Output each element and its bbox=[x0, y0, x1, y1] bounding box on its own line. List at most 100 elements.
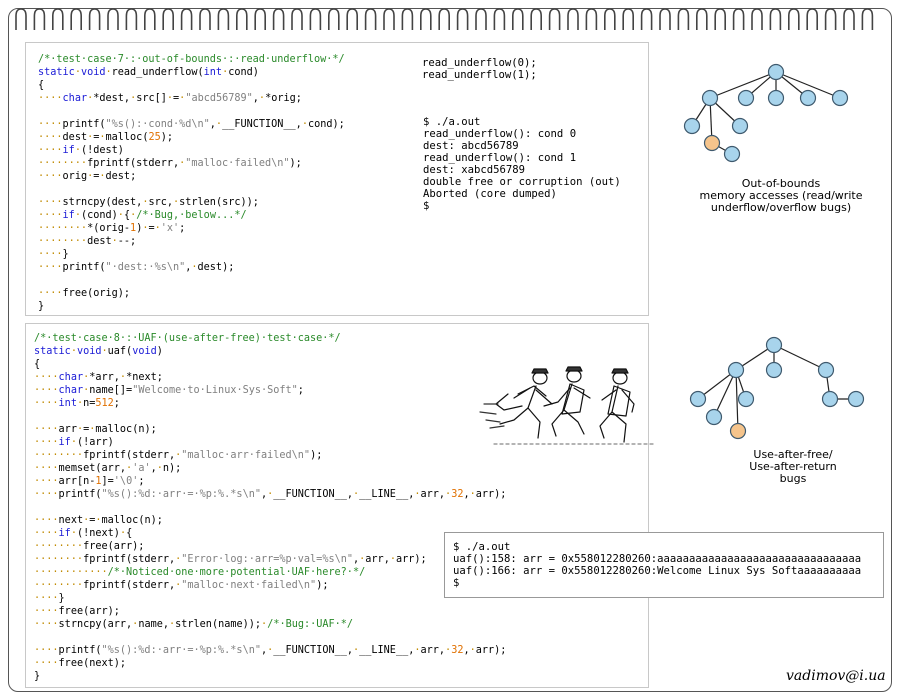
binding-ring bbox=[401, 8, 414, 30]
binding-ring bbox=[328, 8, 340, 30]
code-line: ····free(arr); bbox=[34, 606, 120, 617]
tree-node bbox=[689, 390, 707, 408]
binding-ring bbox=[788, 8, 800, 30]
code-panel-uaf: /*·test·case·8·:·UAF·(use-after-free)·te… bbox=[25, 323, 655, 688]
binding-ring bbox=[475, 8, 487, 30]
code-line: ····next·=·malloc(n); bbox=[34, 515, 163, 526]
tree-highlighted-node bbox=[703, 134, 721, 152]
tree-root-node bbox=[765, 336, 783, 354]
tree-node bbox=[799, 89, 817, 107]
binding-ring bbox=[125, 8, 138, 30]
code-line: ····strncpy(arr,·name,·strlen(name));·/*… bbox=[34, 619, 354, 630]
code-line bbox=[34, 501, 506, 514]
text-line: memory accesses (read/write bbox=[699, 189, 863, 202]
binding-ring bbox=[769, 8, 782, 30]
binding-ring bbox=[696, 8, 708, 30]
code-line: ········fprintf(stderr,·"malloc·next·fai… bbox=[34, 580, 329, 591]
binding-ring bbox=[585, 8, 598, 30]
code-line: ········*(orig-1)·=·'x'; bbox=[38, 223, 186, 234]
code-line: ····if·(!dest) bbox=[38, 145, 124, 156]
code-line: ····free(next); bbox=[34, 658, 127, 669]
tree-diagram-out-of-bounds bbox=[683, 63, 849, 163]
binding-ring bbox=[420, 8, 432, 30]
function-calls: read_underflow(0);read_underflow(1); bbox=[422, 57, 537, 81]
binding-ring bbox=[843, 8, 855, 30]
text-line: read_underflow(): cond 1 bbox=[423, 152, 577, 164]
binding-ring bbox=[806, 8, 818, 30]
binding-ring bbox=[88, 8, 101, 30]
tree-node bbox=[701, 89, 719, 107]
code-line bbox=[34, 410, 506, 423]
code-line: /*·test·case·8·:·UAF·(use-after-free)·te… bbox=[34, 333, 341, 344]
code-listing-read-underflow: /*·test·case·7·:·out-of-bounds·:·read·un… bbox=[38, 53, 345, 313]
text-line: Use-after-free/ bbox=[753, 448, 833, 461]
code-line: ····int·n=512; bbox=[34, 398, 120, 409]
binding-ring bbox=[52, 8, 64, 30]
tree-node bbox=[705, 408, 723, 426]
binding-ring bbox=[199, 8, 211, 30]
binding-ring bbox=[383, 8, 395, 30]
code-line bbox=[38, 183, 345, 196]
code-line: ····} bbox=[38, 249, 69, 260]
binding-ring bbox=[714, 8, 726, 30]
code-line: ············/*·Noticed·one·more·potentia… bbox=[34, 567, 366, 578]
code-listing-uaf: /*·test·case·8·:·UAF·(use-after-free)·te… bbox=[34, 332, 506, 683]
author-signature: vadimov@i.ua bbox=[786, 668, 886, 684]
code-line: { bbox=[38, 80, 45, 91]
text-line: double free or corruption (out) bbox=[423, 176, 621, 188]
code-line: ····printf("%s():%d:·arr·=·%p:%.*s\n",·_… bbox=[34, 645, 507, 656]
binding-ring bbox=[33, 8, 46, 30]
binding-ring bbox=[15, 8, 27, 30]
text-line: Use-after-return bbox=[749, 460, 837, 473]
tree-node bbox=[731, 117, 749, 135]
binding-ring bbox=[732, 8, 745, 30]
binding-ring bbox=[456, 8, 469, 30]
binding-ring bbox=[107, 8, 119, 30]
binding-ring bbox=[861, 8, 874, 30]
code-line: } bbox=[38, 301, 45, 312]
binding-ring bbox=[677, 8, 690, 30]
code-line: ········fprintf(stderr,·"malloc·failed\n… bbox=[38, 158, 302, 169]
text-line: dest: abcd56789 bbox=[423, 140, 519, 152]
text-line: bugs bbox=[779, 472, 807, 485]
binding-ring bbox=[346, 8, 358, 30]
code-line: ····printf("·dest:·%s\n",·dest); bbox=[38, 262, 235, 273]
binding-ring bbox=[824, 8, 837, 30]
code-line: { bbox=[34, 359, 41, 370]
binding-ring bbox=[217, 8, 230, 30]
tree-node bbox=[821, 390, 839, 408]
text-line: $ ./a.out bbox=[453, 541, 511, 553]
binding-ring bbox=[511, 8, 524, 30]
code-line: ····orig·=·dest; bbox=[38, 171, 137, 182]
text-line: $ ./a.out bbox=[423, 116, 481, 128]
binding-ring bbox=[291, 8, 303, 30]
text-line: read_underflow(): cond 0 bbox=[423, 128, 577, 140]
code-line bbox=[38, 105, 345, 118]
tree-node bbox=[737, 390, 755, 408]
code-panel-read-underflow: /*·test·case·7·:·out-of-bounds·:·read·un… bbox=[25, 42, 649, 316]
code-line: ····} bbox=[34, 593, 65, 604]
tree-node bbox=[765, 361, 783, 379]
binding-ring bbox=[272, 8, 285, 30]
tree-node bbox=[683, 117, 701, 135]
text-line: read_underflow(0); bbox=[422, 57, 537, 69]
code-line: ········free(arr); bbox=[34, 541, 145, 552]
tree-node bbox=[737, 89, 755, 107]
text-line: underflow/overflow bugs) bbox=[710, 201, 852, 214]
code-line: ····char·*arr,·*next; bbox=[34, 372, 163, 383]
tree-highlighted-node bbox=[729, 422, 747, 440]
code-line: ····free(orig); bbox=[38, 288, 131, 299]
binding-ring bbox=[493, 8, 506, 30]
code-line: ········fprintf(stderr,·"Error·log:·arr=… bbox=[34, 554, 427, 565]
binding-ring bbox=[548, 8, 561, 30]
code-line: ····if·(!next)·{ bbox=[34, 528, 133, 539]
binding-ring bbox=[659, 8, 671, 30]
code-line: ········dest·--; bbox=[38, 236, 137, 247]
code-line bbox=[34, 631, 506, 644]
tree-node bbox=[817, 361, 835, 379]
text-line: uaf():166: arr = 0x558012280260:Welcome … bbox=[453, 565, 862, 577]
tree-diagram-use-after-free bbox=[689, 336, 865, 440]
